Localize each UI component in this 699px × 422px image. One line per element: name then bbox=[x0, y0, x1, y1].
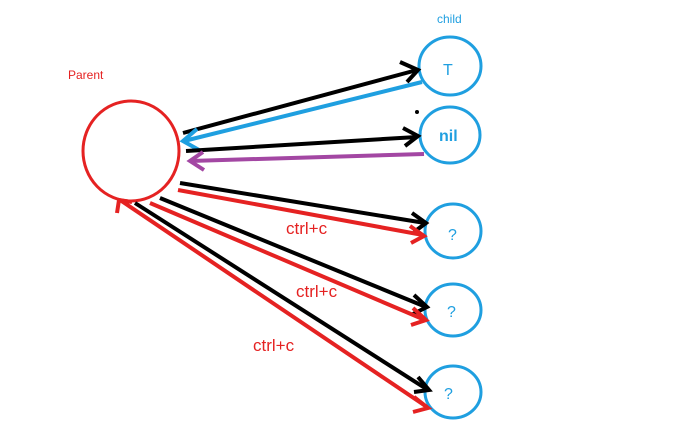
child-node-nil-label: nil bbox=[439, 128, 458, 145]
edge-label-1: ctrl+c bbox=[286, 219, 328, 238]
signal-arrow-3 bbox=[115, 197, 433, 414]
edge-label-3: ctrl+c bbox=[253, 336, 295, 355]
arrow-parent-to-unknown-3 bbox=[133, 201, 433, 394]
dot-mark bbox=[415, 110, 419, 114]
child-node-t: T bbox=[417, 35, 483, 97]
child-node-nil: nil bbox=[418, 105, 482, 165]
signal-arrow-2 bbox=[149, 201, 430, 327]
arrow-nil-to-parent bbox=[186, 150, 425, 172]
signal-arrow-1 bbox=[177, 188, 428, 245]
child-node-unknown-2-label: ? bbox=[447, 304, 456, 321]
child-node-unknown-2: ? bbox=[423, 282, 483, 338]
child-node-t-label: T bbox=[443, 62, 453, 79]
edge-label-2: ctrl+c bbox=[296, 282, 338, 301]
child-node-unknown-3: ? bbox=[423, 364, 483, 420]
arrow-parent-to-nil bbox=[185, 126, 422, 153]
parent-label: Parent bbox=[68, 68, 104, 82]
child-label: child bbox=[437, 12, 462, 26]
child-node-unknown-3-label: ? bbox=[444, 386, 453, 403]
arrow-t-to-parent bbox=[179, 80, 423, 152]
child-node-unknown-1-label: ? bbox=[448, 227, 457, 244]
arrow-parent-to-t bbox=[182, 60, 422, 135]
arrow-parent-to-unknown-1 bbox=[179, 181, 430, 234]
parent-node bbox=[81, 99, 181, 203]
child-node-unknown-1: ? bbox=[423, 202, 483, 260]
